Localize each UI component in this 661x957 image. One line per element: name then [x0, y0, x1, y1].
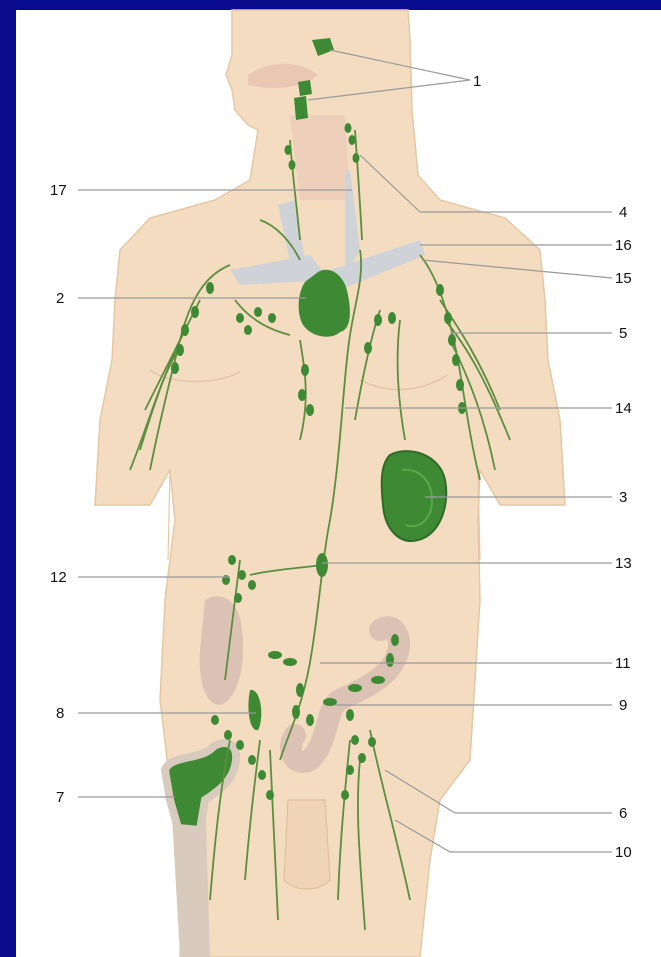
label-16: 16	[615, 237, 632, 254]
neck-shading	[290, 115, 350, 200]
label-12: 12	[50, 569, 67, 586]
label-5: 5	[619, 325, 627, 342]
label-17: 17	[50, 182, 67, 199]
left-arm-gap	[168, 470, 170, 560]
label-10: 10	[615, 844, 632, 861]
label-11: 11	[615, 655, 631, 672]
label-15: 15	[615, 270, 632, 287]
tonsil-upper	[298, 80, 312, 96]
label-8: 8	[56, 705, 64, 722]
body-silhouette	[95, 10, 565, 957]
label-2: 2	[56, 290, 64, 307]
label-7: 7	[56, 789, 64, 806]
label-4: 4	[619, 204, 627, 221]
genitals	[284, 800, 330, 889]
label-14: 14	[615, 400, 632, 417]
label-13: 13	[615, 555, 632, 572]
label-9: 9	[619, 697, 627, 714]
label-1: 1	[473, 73, 481, 90]
label-3: 3	[619, 489, 627, 506]
label-6: 6	[619, 805, 627, 822]
tonsil-lower	[294, 96, 308, 120]
spleen	[382, 451, 447, 541]
